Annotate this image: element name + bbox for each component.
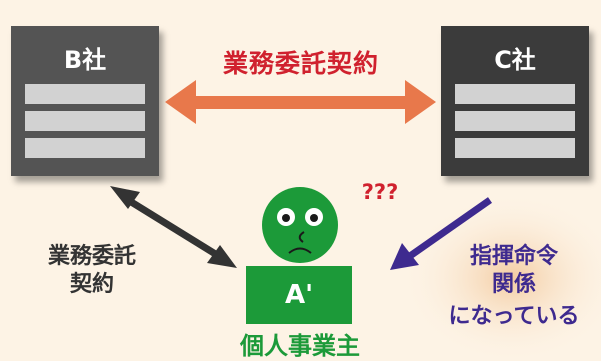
company-c-box: C社 [441, 26, 589, 176]
company-c-bar [455, 138, 575, 158]
company-b-name: B社 [63, 46, 107, 74]
company-c-bar [455, 111, 575, 131]
person-mouth [288, 247, 312, 254]
person-badge: A' [284, 280, 314, 310]
company-b-bar [25, 84, 145, 104]
company-b-bar [25, 111, 145, 131]
person-body [246, 266, 352, 324]
command-arrow [390, 197, 493, 270]
command-label-line2: 関係 [491, 272, 536, 297]
contract-top-label: 業務委託契約 [222, 49, 379, 78]
contract-left-label-line2: 契約 [69, 272, 114, 297]
b-person-double-arrow [110, 186, 237, 268]
command-label-line3: になっている [448, 304, 580, 329]
company-c-bar [455, 84, 575, 104]
person-pupil-left [282, 214, 290, 222]
confusion-mark: ??? [361, 180, 399, 204]
person-nose [298, 231, 305, 243]
person-caption: 個人事業主 [240, 332, 360, 360]
command-label-line1: 指揮命令 [469, 244, 558, 269]
person-figure [246, 187, 352, 324]
contract-double-arrow [165, 80, 436, 124]
contract-left-label-line1: 業務委託 [47, 244, 136, 269]
person-head [262, 187, 338, 263]
company-b-bar [25, 138, 145, 158]
person-pupil-right [310, 214, 318, 222]
company-b-box: B社 [11, 26, 159, 176]
company-c-name: C社 [494, 46, 536, 74]
